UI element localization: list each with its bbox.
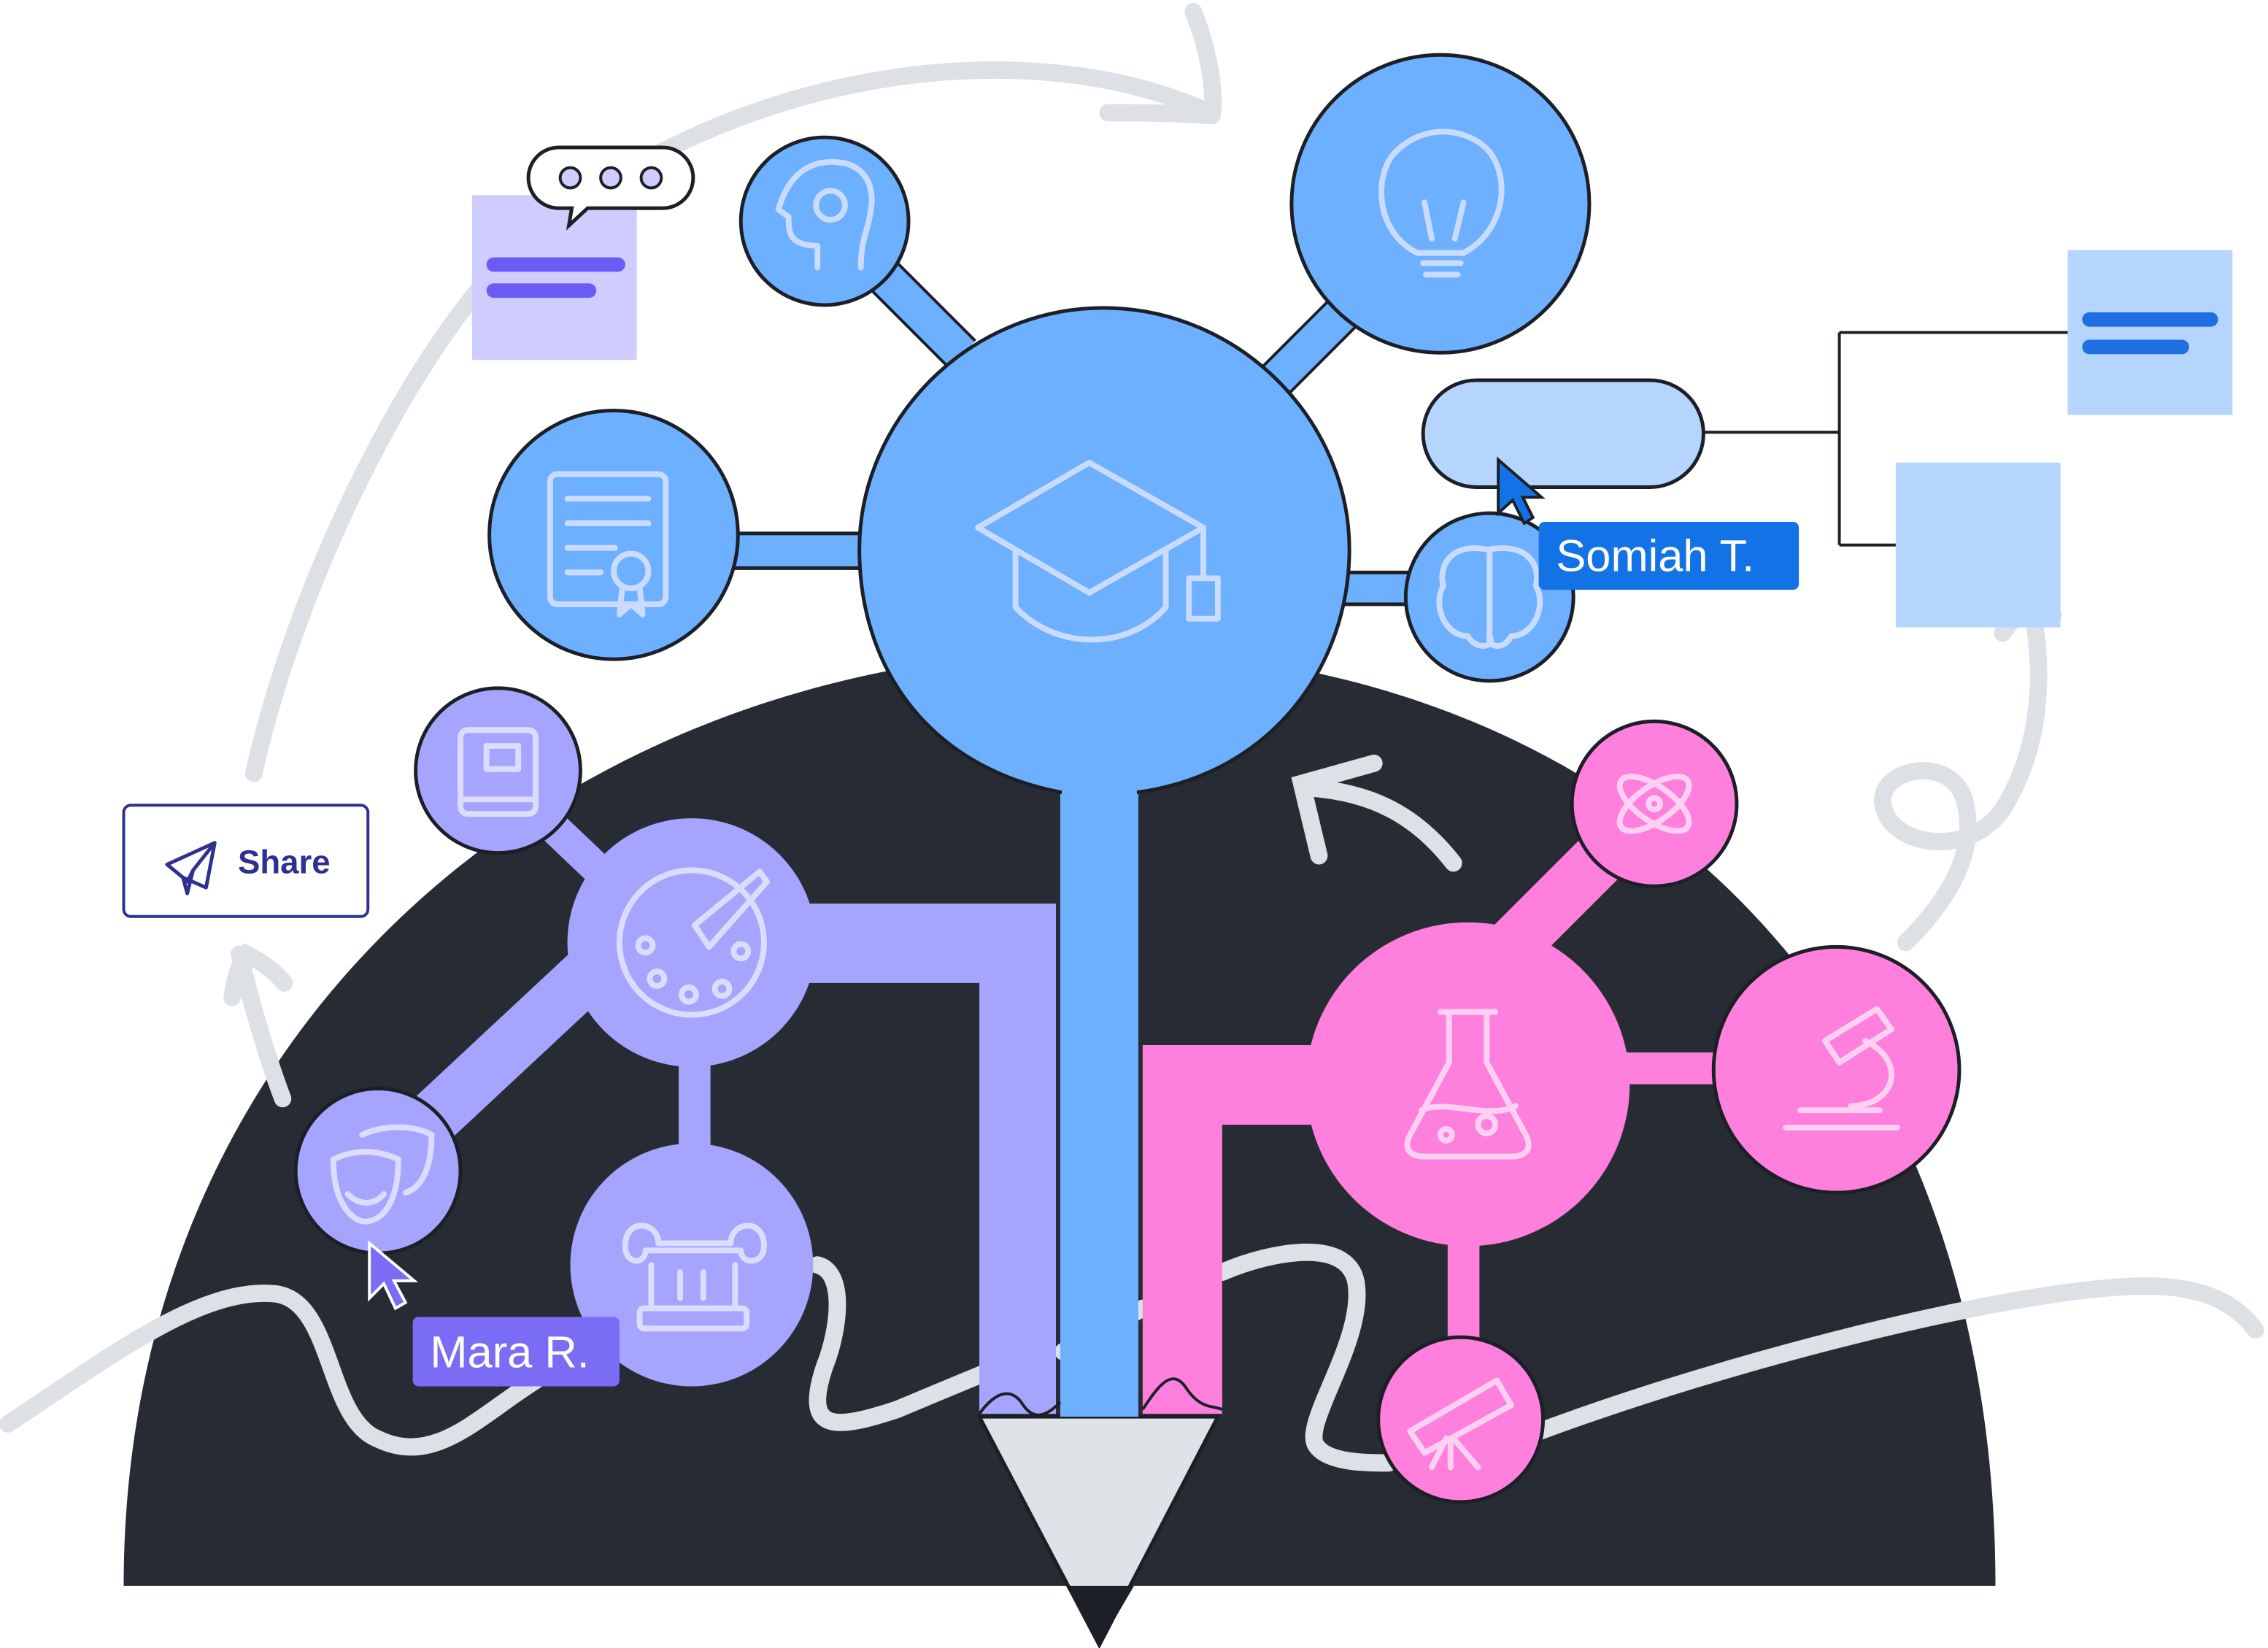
note-line <box>486 257 625 272</box>
cursor-arrow-icon <box>368 1240 419 1311</box>
column-node[interactable] <box>570 1143 814 1387</box>
microscope-node[interactable] <box>1711 944 1962 1195</box>
lightbulb-icon <box>1378 128 1505 278</box>
pink-branch <box>1141 719 1962 1504</box>
certificate-icon <box>547 471 669 617</box>
note-line <box>2082 339 2189 355</box>
flask-icon <box>1404 1009 1532 1160</box>
share-button[interactable]: Share <box>122 804 370 918</box>
typing-dot <box>639 166 663 190</box>
connector-lines <box>1699 331 2068 547</box>
brain-icon <box>1436 545 1543 649</box>
graduation-cap-icon <box>975 459 1221 643</box>
note-line <box>2082 312 2218 327</box>
masks-node[interactable] <box>293 1086 463 1255</box>
blue-branch <box>487 53 1592 810</box>
certificate-node[interactable] <box>487 409 740 661</box>
cursor-arrow-icon <box>1497 456 1546 525</box>
paper-plane-icon <box>165 841 217 896</box>
sticky-note-purple[interactable] <box>471 195 637 361</box>
palette-node[interactable] <box>567 818 817 1067</box>
cursor-name: Mara R. <box>430 1328 589 1378</box>
sticky-note-blue[interactable] <box>2067 250 2233 415</box>
purple-branch <box>293 686 1062 1417</box>
head-gear-icon <box>775 158 875 271</box>
cursor-name: Somiah T. <box>1556 531 1754 581</box>
theater-masks-icon <box>330 1124 435 1225</box>
note-line <box>486 283 597 299</box>
cursor-somiah: Somiah T. <box>1497 456 1800 590</box>
telescope-icon <box>1407 1377 1514 1471</box>
lightbulb-node[interactable] <box>1289 53 1592 355</box>
sticky-note-blue-empty[interactable] <box>1895 462 2061 628</box>
column-icon <box>622 1222 767 1332</box>
typing-dot <box>599 166 622 190</box>
atom-node[interactable] <box>1570 719 1739 888</box>
comment-bubble[interactable] <box>526 145 695 231</box>
palette-icon <box>616 867 770 1018</box>
microscope-icon <box>1783 1006 1900 1131</box>
pill-node[interactable] <box>1421 378 1705 489</box>
flask-node[interactable] <box>1305 922 1630 1247</box>
book-icon <box>458 727 539 817</box>
telescope-node[interactable] <box>1376 1335 1546 1504</box>
typing-dot <box>558 166 582 190</box>
share-label: Share <box>238 843 331 880</box>
pencil <box>976 751 1221 1648</box>
atom-icon <box>1616 774 1692 834</box>
cursor-mara: Mara R. <box>368 1240 620 1387</box>
